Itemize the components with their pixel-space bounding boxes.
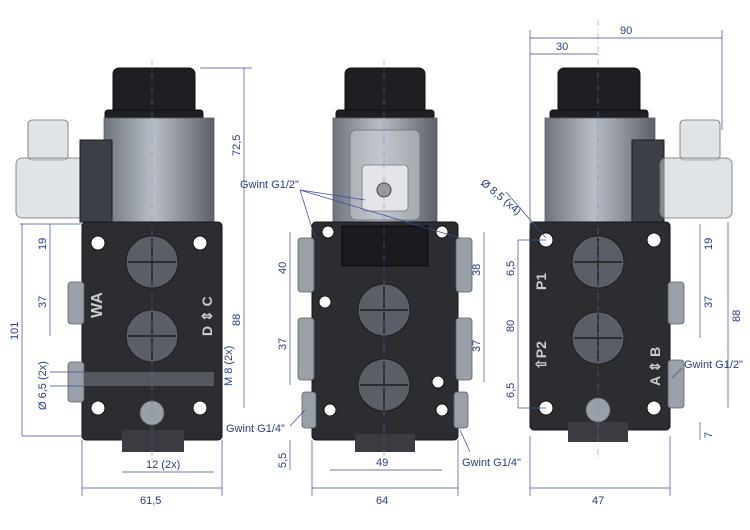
mid-nameplate [341,225,429,267]
dim-5-5: 5,5 [277,453,289,468]
engraving-wa: WA [89,292,106,318]
callout-gwint-g14-bottom: Gwint G1/4" [462,457,521,469]
dim-88-right: 88 [731,310,743,322]
dim-37-mid: 37 [277,338,289,350]
left-bore [84,372,214,386]
dim-72-5: 72,5 [231,135,243,156]
mid-hole-mr [431,375,445,389]
left-connector-dark [79,139,113,223]
right-view: P1 ⇧P2 A ⇕ B [529,67,733,442]
dim-80: 80 [505,320,517,332]
dim-37-right: 37 [703,296,715,308]
dim-38: 38 [471,264,483,276]
mid-port-l2 [297,317,315,381]
dim-6-5-2x: Ø 6,5 (2x) [37,361,49,410]
left-connector-box [15,157,87,219]
right-port-side-2 [667,359,685,409]
left-port-side-2 [67,361,85,403]
right-port-side-1 [667,281,685,325]
dim-49: 49 [376,457,388,469]
left-coil [103,117,215,223]
left-cap [112,67,196,117]
left-view: WA D ⇕ C [15,67,223,452]
left-hole-tl [90,235,106,251]
dim-64: 64 [376,495,388,507]
right-connector-dark [631,139,665,223]
mid-hole-br [435,403,449,417]
dim-19-left: 19 [37,238,49,250]
left-hole-bl [90,400,106,416]
right-cap [557,67,641,117]
callout-gwint-g12-top: Gwint G1/2" [240,179,299,191]
mid-body-bottom [355,434,415,452]
left-connector-neck [27,119,69,161]
dim-90: 90 [620,25,632,37]
left-hole-br [192,400,208,416]
mid-cap [344,67,426,117]
engraving-dc: D ⇕ C [199,296,215,336]
mid-hole-bl [323,403,337,417]
dim-101: 101 [9,322,21,340]
engraving-ab: A ⇕ B [647,347,663,386]
dim-30: 30 [556,41,568,53]
engraving-p1: P1 [533,273,549,290]
mid-port-l1 [297,237,315,293]
dim-47: 47 [592,495,604,507]
callout-gwint-g14-left: Gwint G1/4" [226,423,285,435]
right-hole-br [646,400,662,416]
dim-6-5-bot: 6,5 [505,383,517,398]
dim-12-2x: 12 (2x) [146,459,180,471]
middle-view [297,67,473,452]
mid-hole-tl [321,225,335,239]
left-hole-tr [192,235,208,251]
dim-7: 7 [703,432,715,438]
mid-port-r2 [455,317,473,381]
dim-6-5-top: 6,5 [505,261,517,276]
right-connector-neck [679,119,721,161]
center-lines [151,20,599,460]
mid-port-r1 [455,237,473,293]
mid-hole-ml [318,295,332,309]
dim-8-5-x4: Ø 8,5 (x4) [478,177,523,218]
dim-88-left: 88 [231,314,243,326]
mid-hole-tr [435,225,449,239]
mid-port-br [453,391,469,429]
engraving-p2: ⇧P2 [533,341,549,370]
callouts: Gwint G1/2" Gwint G1/4" Gwint G1/4" Gwin… [226,179,743,469]
dim-37-left: 37 [37,296,49,308]
dim-37-mid-r: 37 [471,340,483,352]
dim-40: 40 [277,262,289,274]
dim-19-right: 19 [703,238,715,250]
dimension-lines [20,30,729,496]
left-body-bottom [122,430,184,452]
right-connector-box [659,157,733,219]
callout-gwint-g12-right: Gwint G1/2" [684,359,743,371]
right-hole-tr [646,232,662,248]
dim-61-5: 61,5 [140,495,161,507]
dim-m8: M 8 (2x) [223,346,235,386]
left-port-side-1 [67,281,85,325]
mid-port-bl [301,391,317,429]
